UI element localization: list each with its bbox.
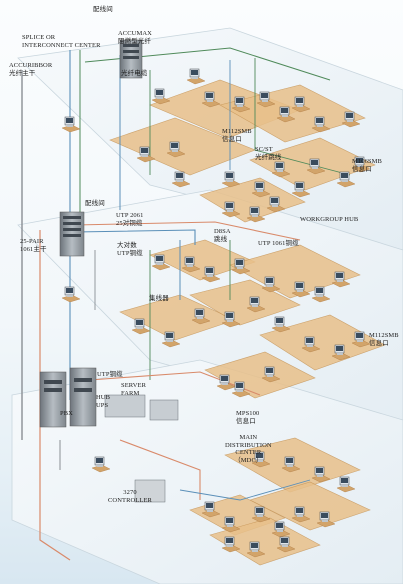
label-mdc: MAIN DISTRIBUTION CENTER （MDC） <box>225 434 272 464</box>
workstation-computer <box>291 281 311 298</box>
workstation-computer <box>246 541 266 558</box>
workstation-computer <box>221 201 241 218</box>
workstation-computer <box>276 106 296 123</box>
workstation-computer <box>221 536 241 553</box>
workstation-computer <box>341 111 361 128</box>
workstation-computer <box>266 196 286 213</box>
label-wiring-closet-middle: 配线间 <box>85 200 105 207</box>
workstation-computer <box>331 344 351 361</box>
label-concentrator: 集线器 <box>149 295 169 302</box>
workstation-computer <box>251 506 271 523</box>
workstation-computer <box>311 286 331 303</box>
workstation-computer <box>61 286 81 303</box>
workstation-computer <box>171 171 191 188</box>
label-utp1061: UTP 1061铜缆 <box>258 240 299 247</box>
workstation-computer <box>251 181 271 198</box>
label-m112smb-top: M112SMB 信息口 <box>222 128 252 143</box>
workstation-computer <box>246 296 266 313</box>
label-multi-pair-utp: 大对数 UTP铜缆 <box>117 242 143 257</box>
workstation-computer <box>261 366 281 383</box>
workstation-computer <box>246 206 266 223</box>
workstation-computer <box>231 96 251 113</box>
workstation-computer <box>166 141 186 158</box>
workstation-computer <box>191 308 211 325</box>
workstation-computer <box>161 331 181 348</box>
label-scst: SC/ST 光纤跳线 <box>255 146 282 161</box>
label-3270-controller: 3270 CONTROLLER <box>108 489 152 504</box>
label-pbx: PBX <box>60 410 73 417</box>
label-d8sa: D8SA 跳线 <box>214 228 231 243</box>
label-fiber-cable: 光纤电缆 <box>121 70 148 77</box>
label-25pair: 25-PAIR 1061主干 <box>20 238 47 253</box>
workstation-computer <box>271 161 291 178</box>
workstation-computer <box>331 271 351 288</box>
workstation-computer <box>251 451 271 468</box>
workstation-computer <box>336 476 356 493</box>
label-utp-copper: UTP铜缆 <box>97 371 123 378</box>
label-splice-center: SPLICE OR INTERCONNECT CENTER <box>22 34 101 49</box>
label-utp2061: UTP 2061 25对铜缆 <box>116 212 144 227</box>
label-server-farm: SERVER FARM <box>121 382 147 397</box>
label-accumax: ACCUMAX 阻燃型光纤 <box>118 30 152 45</box>
label-hub: HUB <box>96 394 111 401</box>
workstation-computer <box>201 501 221 518</box>
workstation-computer <box>181 256 201 273</box>
label-workgroup-hub: WORKGROUP HUB <box>300 216 359 223</box>
workstation-computer <box>221 516 241 533</box>
workstation-computer <box>186 68 206 85</box>
workstation-computer <box>201 91 221 108</box>
workstation-computer <box>256 91 276 108</box>
workstation-computer <box>351 331 371 348</box>
workstation-computer <box>61 116 81 133</box>
workstation-computer <box>151 254 171 271</box>
label-wiring-closet-top: 配线间 <box>93 6 113 13</box>
workstation-computer <box>136 146 156 163</box>
label-m106smb: M106SMB 信息口 <box>352 158 382 173</box>
workstation-computer <box>276 536 296 553</box>
workstation-computer <box>261 276 281 293</box>
workstation-computer <box>201 266 221 283</box>
workstation-computer <box>351 156 371 173</box>
label-mps100: MPS100 信息口 <box>236 410 260 425</box>
workstation-computer <box>291 181 311 198</box>
rack-mdc-bottom <box>39 367 179 503</box>
workstation-computer <box>231 258 251 275</box>
workstation-computer <box>271 316 291 333</box>
workstation-computer <box>316 511 336 528</box>
label-ups: UPS <box>96 402 109 409</box>
workstation-computer <box>271 521 291 538</box>
workstation-computer <box>91 456 111 473</box>
workstation-computer <box>151 88 171 105</box>
workstation-computer <box>131 318 151 335</box>
workstation-computer <box>291 506 311 523</box>
rack-closet-middle <box>59 211 85 257</box>
label-m112smb-right: M112SMB 信息口 <box>369 332 399 347</box>
label-accuribbor: ACCURIBBOR 光纤主干 <box>9 62 53 77</box>
workstation-computer <box>221 171 241 188</box>
workstation-computer <box>291 96 311 113</box>
workstation-computer <box>336 171 356 188</box>
rack-closet-top <box>119 39 143 79</box>
workstation-computer <box>311 116 331 133</box>
workstation-computer <box>281 456 301 473</box>
workstations <box>61 68 371 558</box>
workstation-computer <box>311 466 331 483</box>
workstation-computer <box>221 311 241 328</box>
workstation-computer <box>306 158 326 175</box>
workstation-computer <box>301 336 321 353</box>
workstation-computer <box>231 381 251 398</box>
